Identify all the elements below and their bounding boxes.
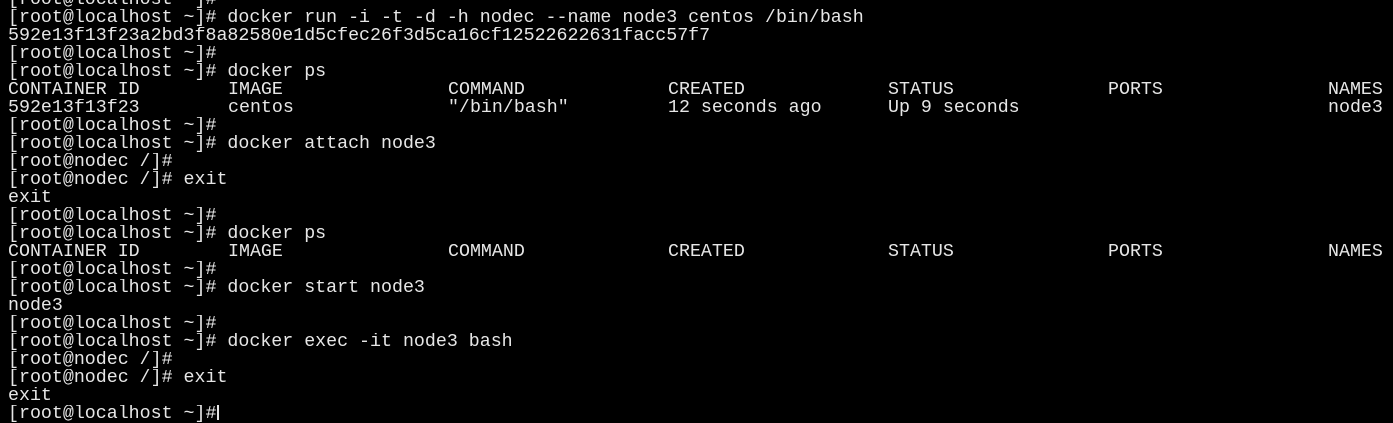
ps-col-container-id: CONTAINER ID <box>8 81 140 99</box>
ps-col-created: CREATED <box>668 243 745 261</box>
ps-cell-status: Up 9 seconds <box>888 99 1020 117</box>
docker-ps-row: 592e13f13f23 centos "/bin/bash" 12 secon… <box>8 99 1393 117</box>
ps-cell-created: 12 seconds ago <box>668 99 822 117</box>
ps-col-names: NAMES <box>1328 243 1383 261</box>
ps-col-command: COMMAND <box>448 243 525 261</box>
terminal-line: [root@localhost ~]# docker attach node3 <box>8 135 436 153</box>
ps-col-ports: PORTS <box>1108 81 1163 99</box>
ps-cell-image: centos <box>228 99 294 117</box>
terminal-line: [root@localhost ~]# docker run -i -t -d … <box>8 9 864 27</box>
docker-ps-header: CONTAINER ID IMAGE COMMAND CREATED STATU… <box>8 81 1393 99</box>
terminal-line: [root@localhost ~]# docker ps <box>8 225 327 243</box>
ps-col-status: STATUS <box>888 243 954 261</box>
terminal-line: [root@localhost ~]# docker start node3 <box>8 279 425 297</box>
ps-cell-container-id: 592e13f13f23 <box>8 99 140 117</box>
ps-col-created: CREATED <box>668 81 745 99</box>
terminal-line: [root@nodec /]# exit <box>8 171 228 189</box>
ps-col-image: IMAGE <box>228 243 283 261</box>
terminal-line: node3 <box>8 297 63 315</box>
terminal-line: [root@localhost ~]# <box>8 45 217 63</box>
shell-prompt: [root@localhost ~]# <box>8 405 217 423</box>
ps-cell-names: node3 <box>1328 99 1383 117</box>
terminal-line: [root@localhost ~]# <box>8 261 217 279</box>
terminal-line: [root@nodec /]# <box>8 351 173 369</box>
terminal-line: [root@localhost ~]# <box>8 117 217 135</box>
terminal-line: [root@localhost ~]# docker exec -it node… <box>8 333 513 351</box>
terminal-line: 592e13f13f23a2bd3f8a82580e1d5cfec26f3d5c… <box>8 27 711 45</box>
terminal-line: [root@nodec /]# exit <box>8 369 228 387</box>
text-cursor-icon <box>217 405 229 420</box>
ps-col-image: IMAGE <box>228 81 283 99</box>
ps-cell-command: "/bin/bash" <box>448 99 569 117</box>
ps-col-command: COMMAND <box>448 81 525 99</box>
ps-col-container-id: CONTAINER ID <box>8 243 140 261</box>
ps-col-ports: PORTS <box>1108 243 1163 261</box>
terminal-line: exit <box>8 189 52 207</box>
terminal-line: [root@localhost ~]# <box>8 207 217 225</box>
ps-col-status: STATUS <box>888 81 954 99</box>
terminal-line: [root@localhost ~]# <box>8 0 1393 9</box>
ps-col-names: NAMES <box>1328 81 1383 99</box>
terminal-line: [root@localhost ~]# <box>8 315 217 333</box>
docker-ps-header: CONTAINER ID IMAGE COMMAND CREATED STATU… <box>8 243 1393 261</box>
terminal-line: exit <box>8 387 52 405</box>
terminal-output: [root@localhost ~]# [root@localhost ~]# … <box>8 0 1393 423</box>
terminal-prompt-line[interactable]: [root@localhost ~]# <box>8 405 1393 423</box>
terminal-line: [root@nodec /]# <box>8 153 173 171</box>
terminal-line: [root@localhost ~]# docker ps <box>8 63 327 81</box>
